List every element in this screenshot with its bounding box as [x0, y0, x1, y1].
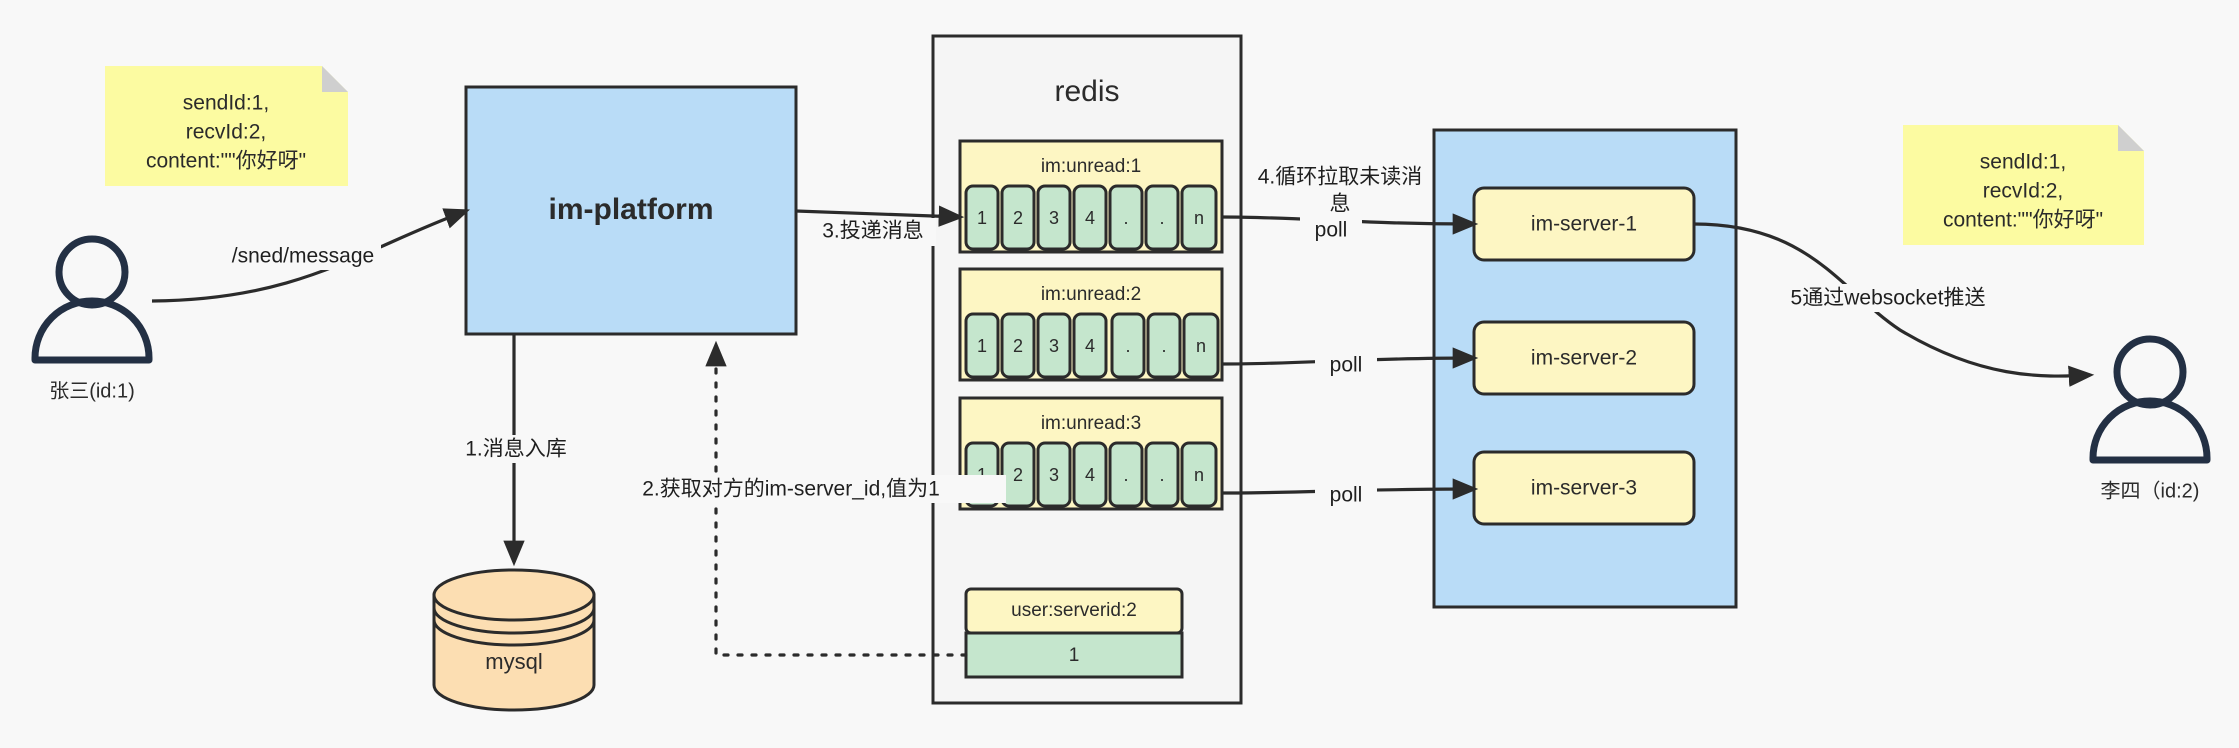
sticky-note-right: sendId:1, recvId:2, content:""你好呀" — [1903, 125, 2144, 245]
sticky-note-right-line3: content:""你好呀" — [1943, 209, 2103, 232]
redis-cell-2-2: 3 — [1049, 336, 1059, 356]
redis-cells-1: 1 2 3 4 . . n — [964, 184, 1218, 251]
actor-receiver-label: 李四（id:2) — [2101, 479, 2200, 502]
node-im-server-1-label: im-server-1 — [1531, 213, 1637, 236]
redis-cell-2-3: 4 — [1085, 336, 1095, 356]
edge-redis-to-platform-dotted — [705, 340, 968, 657]
redis-cell-1-6: n — [1194, 208, 1204, 228]
redis-cell-2-0: 1 — [977, 336, 987, 356]
edge-label-bg-step3 — [810, 218, 936, 246]
actor-sender: 张三(id:1) — [31, 235, 153, 402]
sticky-note-right-line2: recvId:2, — [1983, 180, 2064, 203]
sticky-note-left: sendId:1, recvId:2, content:""你好呀" — [105, 66, 348, 186]
actor-receiver: 李四（id:2) — [2089, 335, 2211, 502]
edge-label-bg-poll3 — [1315, 482, 1377, 508]
person-icon-body-receiver — [2089, 397, 2211, 464]
redis-cell-1-0: 1 — [977, 208, 987, 228]
edge-platform-to-redis — [795, 205, 965, 227]
edge-label-poll1: poll — [1315, 219, 1348, 242]
node-im-platform-label: im-platform — [549, 193, 714, 226]
node-im-server-3[interactable]: im-server-3 — [1472, 450, 1696, 526]
node-mysql-label: mysql — [485, 649, 542, 674]
redis-cell-3-6: n — [1194, 465, 1204, 485]
edge-label-bg-poll2 — [1315, 352, 1377, 378]
sticky-note-left-line3: content:""你好呀" — [146, 150, 306, 173]
edge-sender-to-platform — [151, 208, 471, 303]
edge-label-step2: 2.获取对方的im-server_id,值为1 — [642, 478, 940, 501]
sticky-note-right-line1: sendId:1, — [1980, 151, 2066, 174]
redis-cell-1-4: . — [1123, 208, 1128, 228]
edge-label-step4-line1: 4.循环拉取未读消 — [1258, 166, 1423, 189]
edge-label-bg-poll1 — [1300, 217, 1362, 243]
person-icon-head-receiver — [2113, 335, 2187, 409]
node-im-server-2-label: im-server-2 — [1531, 347, 1637, 370]
edge-server1-to-receiver — [1693, 222, 2095, 387]
node-im-server-2[interactable]: im-server-2 — [1472, 320, 1696, 396]
redis-cell-3-4: . — [1123, 465, 1128, 485]
redis-user-serverid-key: user:serverid:2 — [1011, 600, 1137, 621]
redis-key-block-2[interactable]: im:unread:2 1 2 3 4 . . n — [958, 267, 1224, 382]
node-im-platform[interactable]: im-platform — [464, 85, 798, 336]
redis-cell-2-6: n — [1196, 336, 1206, 356]
person-icon-head-sender — [55, 235, 129, 309]
redis-cell-3-5: . — [1159, 465, 1164, 485]
redis-cells-3: 1 2 3 4 . . n — [964, 441, 1218, 508]
sticky-note-left-line2: recvId:2, — [186, 121, 267, 144]
redis-user-serverid-value: 1 — [1069, 645, 1080, 666]
node-im-server-1[interactable]: im-server-1 — [1472, 186, 1696, 262]
redis-key-label-3: im:unread:3 — [1041, 413, 1141, 434]
redis-cell-1-1: 2 — [1013, 208, 1023, 228]
container-redis-label: redis — [1054, 75, 1119, 108]
node-mysql[interactable]: mysql — [432, 568, 596, 712]
redis-cell-3-3: 4 — [1085, 465, 1095, 485]
redis-cell-2-4: . — [1125, 336, 1130, 356]
redis-cell-2-1: 2 — [1013, 336, 1023, 356]
redis-cell-2-5: . — [1161, 336, 1166, 356]
person-icon-body-sender — [31, 297, 153, 364]
redis-cell-1-3: 4 — [1085, 208, 1095, 228]
edge-label-step5: 5通过websocket推送 — [1791, 287, 1986, 310]
redis-cell-1-2: 3 — [1049, 208, 1059, 228]
redis-key-label-1: im:unread:1 — [1041, 156, 1141, 177]
node-im-server-3-label: im-server-3 — [1531, 477, 1637, 500]
edge-label-send-message: /sned/message — [232, 245, 374, 268]
edge-label-poll2: poll — [1330, 354, 1363, 377]
edge-label-poll3: poll — [1330, 484, 1363, 507]
edge-label-bg-step1 — [449, 435, 583, 463]
edge-label-step1: 1.消息入库 — [465, 438, 567, 461]
actor-sender-label: 张三(id:1) — [49, 379, 135, 402]
redis-cell-1-5: . — [1159, 208, 1164, 228]
edge-label-step4-line2: 息 — [1330, 193, 1351, 216]
edge-label-bg-step2 — [576, 475, 1006, 503]
redis-key-block-1[interactable]: im:unread:1 1 2 3 4 . . n — [958, 139, 1224, 254]
edge-label-step3: 3.投递消息 — [822, 220, 924, 243]
edge-label-bg-step5 — [1786, 284, 1991, 312]
redis-cell-3-1: 2 — [1013, 465, 1023, 485]
redis-key-label-2: im:unread:2 — [1041, 284, 1141, 305]
edge-label-bg-send — [226, 242, 381, 270]
redis-cells-2: 1 2 3 4 . . n — [964, 312, 1220, 379]
redis-user-serverid-block[interactable]: user:serverid:2 1 — [964, 587, 1184, 679]
sticky-note-left-line1: sendId:1, — [183, 92, 269, 115]
redis-cell-3-2: 3 — [1049, 465, 1059, 485]
redis-cell-3-0: 1 — [977, 465, 987, 485]
